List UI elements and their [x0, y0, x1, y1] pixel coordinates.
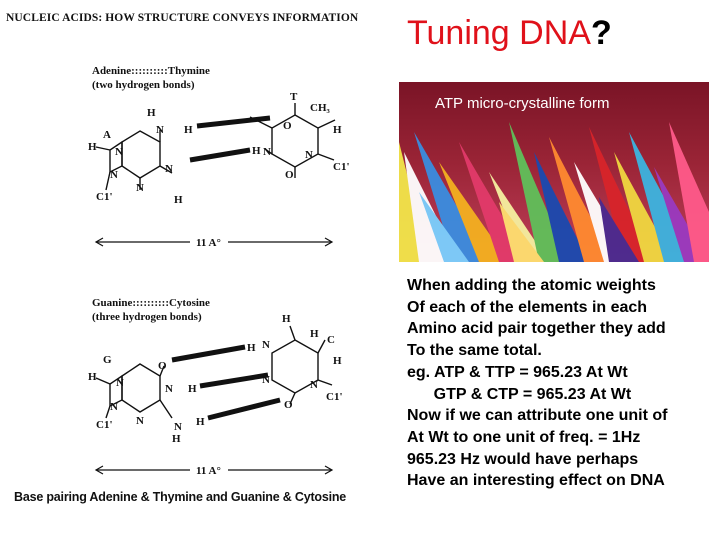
- atom-c1: C1': [333, 161, 350, 173]
- atom-n: N: [136, 415, 144, 427]
- atom-n: N: [310, 379, 318, 391]
- atom-h: H: [172, 433, 181, 445]
- body-line: To the same total.: [407, 342, 542, 360]
- guanine-ring: [95, 363, 173, 419]
- atom-n: N: [165, 163, 173, 175]
- thymine-ring: [249, 103, 336, 178]
- atom-h: H: [333, 355, 342, 367]
- atom-h: H: [174, 194, 183, 206]
- structure-diagram: A T CH₃ H N H H N N N N C1' H O H H N N …: [88, 91, 350, 477]
- atom-n: N: [116, 377, 124, 389]
- distance-label-2: 11 A°: [196, 465, 221, 477]
- guanine-letter: G: [103, 354, 112, 366]
- body-line: When adding the atomic weights: [407, 277, 656, 294]
- atom-h: H: [310, 328, 319, 340]
- body-text: When adding the atomic weights Of each o…: [407, 275, 717, 492]
- body-line: Have an interesting effect on DNA: [407, 472, 665, 490]
- photo-caption: ATP micro-crystalline form: [435, 95, 610, 112]
- adenine-ring: [95, 130, 173, 191]
- atom-n: N: [156, 124, 164, 136]
- distance-label-1: 11 A°: [196, 237, 221, 249]
- pair1-subtitle: (two hydrogen bonds): [92, 79, 195, 91]
- atom-h: H: [282, 313, 291, 325]
- atom-h: H: [188, 383, 197, 395]
- thymine-methyl: CH₃: [310, 102, 331, 114]
- atom-n: N: [305, 149, 313, 161]
- figure-header: NUCLEIC ACIDS: HOW STRUCTURE CONVEYS INF…: [6, 12, 359, 24]
- title-main: Tuning DNA: [407, 14, 591, 52]
- atom-n: N: [115, 146, 123, 158]
- slide-title: Tuning DNA?: [407, 14, 612, 53]
- hydrogen-bonds-gc: [171, 344, 281, 421]
- atom-h: H: [333, 124, 342, 136]
- cytosine-letter: C: [327, 334, 335, 346]
- base-pairing-figure: NUCLEIC ACIDS: HOW STRUCTURE CONVEYS INF…: [6, 12, 359, 504]
- atom-h: H: [184, 124, 193, 136]
- body-line: Now if we can attribute one unit of: [407, 407, 668, 425]
- atom-c1: C1': [96, 419, 113, 431]
- body-line: Of each of the elements in each: [407, 298, 648, 316]
- body-line: 965.23 Hz would have perhaps: [407, 450, 639, 468]
- atom-h: H: [247, 342, 256, 354]
- crystal-image: [399, 82, 709, 262]
- atom-h: H: [88, 141, 97, 153]
- atom-c1: C1': [96, 191, 113, 203]
- body-line: At Wt to one unit of freq. = 1Hz: [407, 428, 641, 446]
- atom-o: O: [285, 169, 294, 181]
- adenine-thymine-label: Adenine::::::::::Thymine (two hydrogen b…: [92, 64, 210, 92]
- distance-bar-2: [94, 465, 334, 475]
- atom-n: N: [165, 383, 173, 395]
- atom-n: N: [263, 146, 271, 158]
- body-line: Amino acid pair together they add: [407, 320, 666, 338]
- atom-n: N: [110, 401, 118, 413]
- figure-caption: Base pairing Adenine & Thymine and Guani…: [14, 490, 347, 504]
- body-line: eg. ATP & TTP = 965.23 At Wt: [407, 363, 628, 381]
- atom-h: H: [88, 371, 97, 383]
- atom-o: O: [284, 399, 293, 411]
- body-line: GTP & CTP = 965.23 At Wt: [407, 385, 632, 403]
- crystal-photo: ATP micro-crystalline form: [399, 82, 709, 262]
- hydrogen-bonds-at: [189, 115, 271, 163]
- guanine-cytosine-label: Guanine::::::::::Cytosine (three hydroge…: [92, 296, 210, 324]
- atom-h: H: [147, 107, 156, 119]
- atom-n: N: [174, 421, 182, 433]
- atom-h: H: [252, 145, 261, 157]
- title-question-mark: ?: [590, 14, 612, 52]
- atom-n: N: [262, 374, 270, 386]
- atom-o: O: [283, 120, 292, 132]
- atom-n: N: [110, 169, 118, 181]
- adenine-letter: A: [103, 129, 111, 141]
- atom-n: N: [136, 182, 144, 194]
- pair2-title: Guanine::::::::::Cytosine: [92, 297, 210, 309]
- thymine-letter: T: [290, 91, 298, 103]
- distance-bar-1: [94, 237, 334, 247]
- atom-c1: C1': [326, 391, 343, 403]
- pair1-title: Adenine::::::::::Thymine: [92, 65, 210, 77]
- atom-o: O: [158, 360, 167, 372]
- atom-h: H: [196, 416, 205, 428]
- atom-n: N: [262, 339, 270, 351]
- cytosine-ring: [271, 325, 333, 405]
- pair2-subtitle: (three hydrogen bonds): [92, 311, 202, 323]
